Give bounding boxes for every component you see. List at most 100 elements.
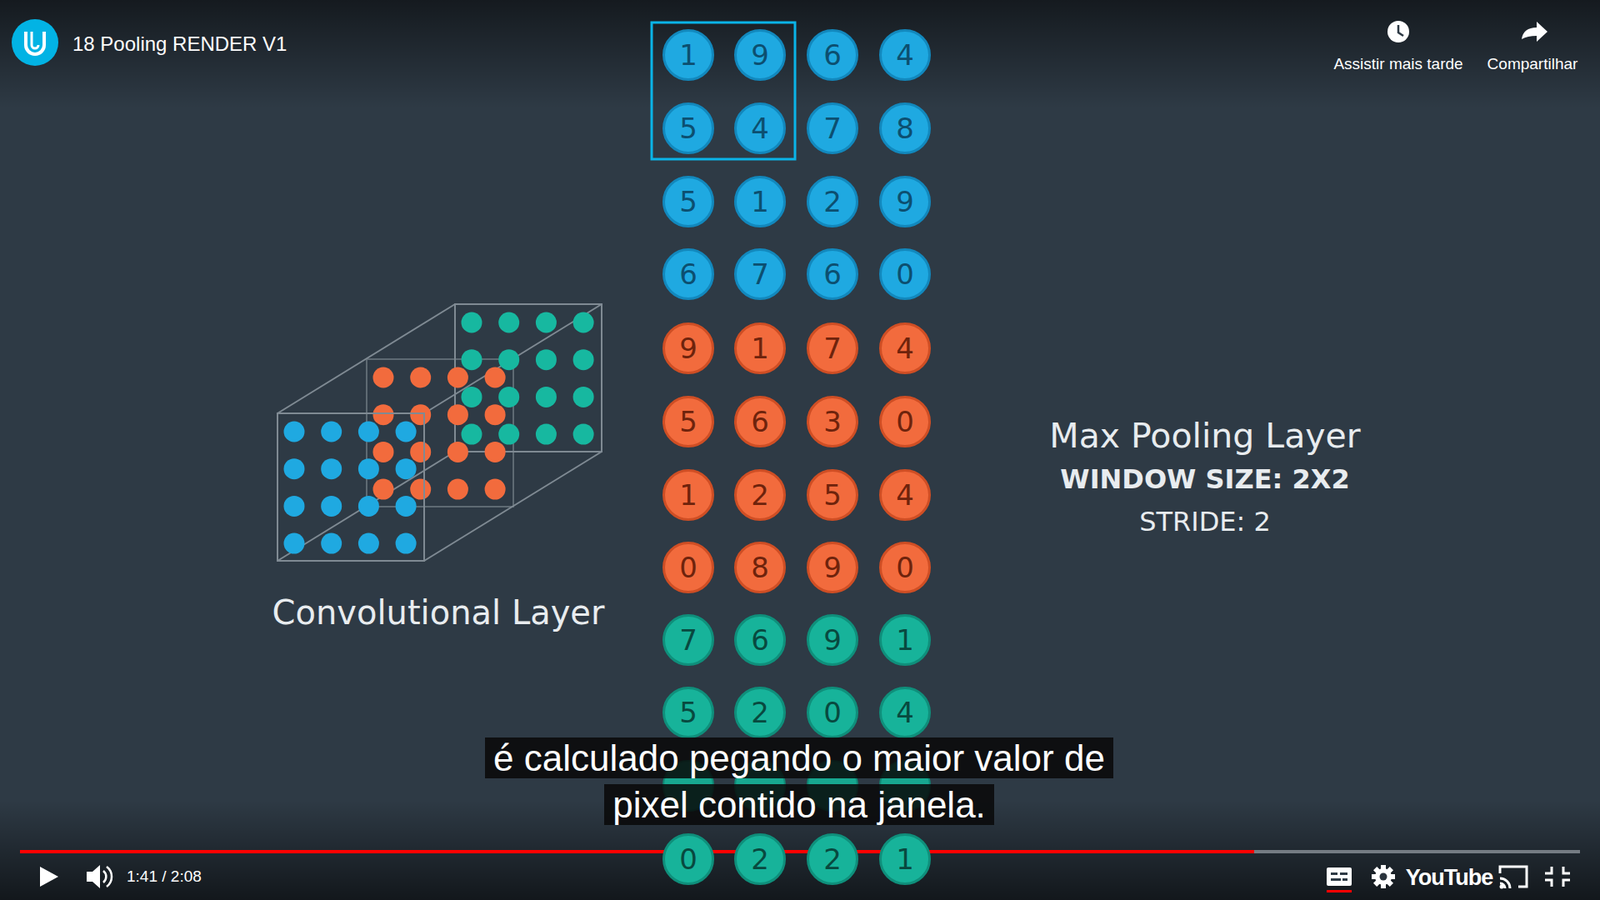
pixel-circle: 9	[662, 322, 715, 375]
pixel-value: 8	[750, 553, 770, 582]
pixel-value: 0	[679, 553, 698, 582]
pixel-circle: 0	[879, 248, 931, 300]
feature-dot	[498, 312, 520, 334]
pixel-value: 7	[823, 334, 842, 363]
pixel-value: 6	[823, 260, 842, 289]
feature-dot	[447, 404, 469, 425]
feature-dot	[498, 424, 520, 445]
feature-dot	[320, 495, 342, 517]
pixel-circle: 5	[662, 175, 715, 228]
pixel-value: 5	[823, 480, 842, 510]
pixel-value: 7	[823, 114, 842, 143]
pixel-value: 1	[895, 625, 915, 655]
pixel-circle: 8	[879, 102, 931, 155]
pixel-circle: 1	[662, 29, 715, 81]
pixel-value: 3	[823, 407, 842, 436]
feature-dot	[461, 312, 483, 334]
pixel-circle: 1	[879, 614, 931, 666]
pixel-circle: 6	[806, 29, 859, 81]
pixel-value: 5	[679, 187, 698, 216]
pixel-value: 0	[895, 260, 915, 289]
pixel-circle: 3	[806, 395, 859, 448]
feature-dot	[410, 367, 431, 389]
pixel-circle: 4	[734, 102, 786, 155]
pixel-circle: 2	[734, 686, 786, 739]
video-title: 18 Pooling RENDER V1	[72, 32, 287, 56]
pixel-value: 9	[823, 553, 842, 582]
feature-dot	[410, 404, 431, 425]
time-display: 1:41 / 2:08	[126, 867, 202, 886]
pixel-circle: 2	[734, 469, 786, 521]
pixel-circle: 6	[662, 248, 715, 300]
pixel-value: 1	[750, 334, 770, 363]
button-label: Compartilhar	[1487, 55, 1579, 74]
pixel-value: 2	[750, 698, 770, 727]
pixel-value: 0	[895, 553, 915, 582]
feature-dot	[535, 424, 557, 445]
feature-dot	[485, 441, 506, 463]
pixel-value: 1	[679, 480, 698, 510]
feature-dot	[461, 386, 483, 408]
layer-name: Max Pooling Layer	[1049, 415, 1360, 456]
feature-dot	[573, 349, 595, 370]
pixel-circle: 9	[734, 29, 786, 81]
feature-dot	[498, 349, 520, 370]
pixel-circle: 5	[662, 395, 715, 448]
pixel-value: 9	[679, 334, 698, 363]
pixel-value: 4	[750, 114, 770, 143]
feature-dot	[373, 367, 395, 389]
pixel-value: 2	[750, 845, 770, 874]
feature-dot	[358, 421, 380, 443]
parameter: WINDOW SIZE: 2X2	[1060, 463, 1350, 495]
pixel-circle: 1	[879, 833, 931, 885]
pixel-value: 6	[679, 260, 698, 289]
pixel-circle: 4	[879, 469, 931, 521]
feature-dot	[535, 386, 557, 408]
feature-dot	[485, 367, 506, 389]
pixel-circle: 5	[806, 469, 859, 521]
pixel-value: 5	[679, 407, 698, 436]
pixel-value: 4	[895, 40, 915, 70]
pixel-circle: 0	[879, 541, 931, 594]
subtitle: é calculado pegando o maior valor de pix…	[457, 735, 1141, 829]
pixel-circle: 6	[734, 395, 786, 448]
feature-dot	[485, 479, 506, 500]
feature-dot	[320, 458, 342, 480]
pixel-value: 4	[895, 480, 915, 510]
brand-logo: YouTube	[1405, 865, 1493, 891]
feature-dot	[358, 458, 380, 480]
feature-dot	[535, 349, 557, 370]
pixel-circle: 2	[806, 833, 859, 885]
feature-dot	[461, 349, 483, 370]
feature-dot	[358, 533, 380, 555]
pixel-circle: 7	[662, 614, 715, 666]
pixel-circle: 0	[662, 541, 715, 594]
feature-dot	[447, 441, 469, 463]
feature-dot	[373, 479, 395, 500]
pixel-circle: 4	[879, 322, 931, 375]
pixel-value: 9	[750, 40, 770, 70]
feature-dot	[284, 495, 305, 517]
feature-dot	[320, 421, 342, 443]
feature-dot	[485, 404, 506, 425]
pixel-circle: 0	[879, 395, 931, 448]
pixel-circle: 7	[806, 322, 859, 375]
pixel-value: 6	[823, 40, 842, 70]
pixel-value: 1	[895, 845, 915, 874]
feature-dot	[447, 367, 469, 389]
pixel-circle: 1	[662, 469, 715, 521]
pixel-circle: 7	[806, 102, 859, 155]
feature-dot	[373, 404, 395, 425]
pixel-value: 0	[895, 407, 915, 436]
pixel-value: 8	[895, 114, 915, 143]
pixel-value: 9	[823, 625, 842, 655]
feature-dot	[535, 312, 557, 334]
pixel-circle: 0	[662, 833, 715, 885]
pixel-circle: 1	[734, 322, 786, 375]
feature-dot	[461, 424, 483, 445]
pixel-circle: 4	[879, 29, 931, 81]
pixel-circle: 6	[734, 614, 786, 666]
pixel-value: 1	[750, 187, 770, 216]
feature-dot	[284, 421, 305, 443]
